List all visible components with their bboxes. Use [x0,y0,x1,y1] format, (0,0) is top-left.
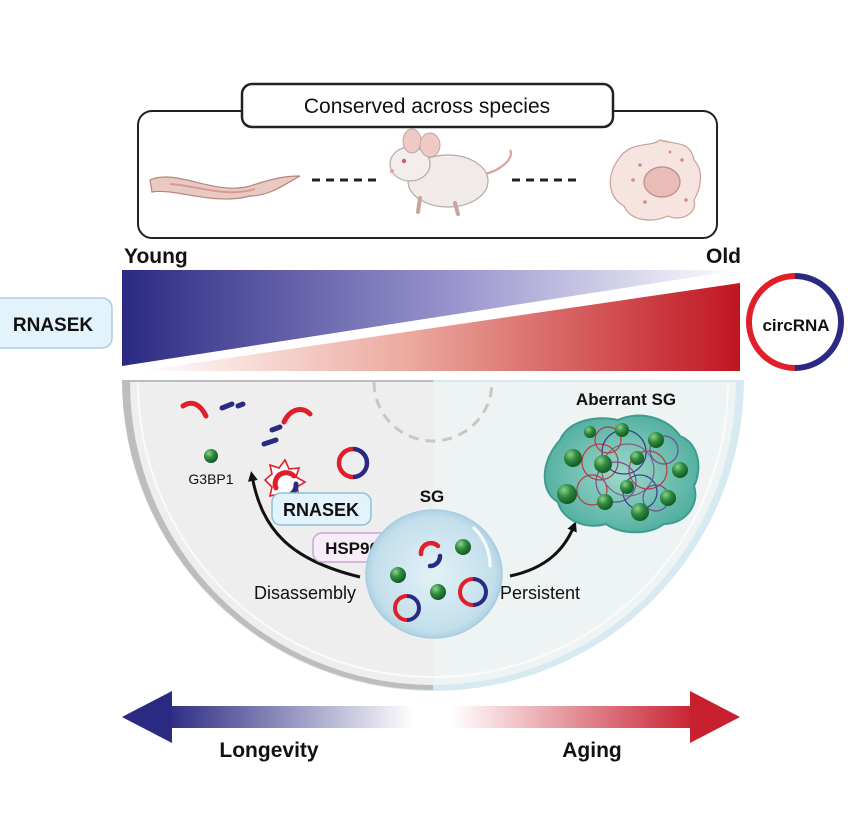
mouse-icon [389,128,513,216]
rnasek-label: RNASEK [283,500,359,520]
rnasek-side-label: RNASEK [13,315,94,336]
aging-arrow-shaft [452,706,696,728]
aging-arrow-head [690,691,740,743]
circrna-ring-icon [746,273,844,371]
longevity-label: Longevity [219,739,318,762]
persistent-arrow [509,521,577,578]
sg-granule-icon [390,567,406,583]
cell-icon [609,139,702,221]
nucleus-outline [372,382,494,443]
aberrant-sg-label: Aberrant SG [576,390,676,409]
species-title: Conserved across species [304,95,550,118]
longevity-arrow-shaft [166,706,414,728]
g3bp1-granule-icon [204,449,218,463]
aberrant-sg-aggregate [543,414,700,534]
disassembly-arrow [247,471,361,579]
longevity-arrow-head [122,691,172,743]
hsp90-label: HSP90 [325,539,379,558]
rnasek-box [271,492,372,526]
worm-icon [149,175,301,200]
species-title-box [240,82,615,129]
sg-circrna-icon [458,577,488,607]
persistent-label: Persistent [500,583,580,603]
old-label: Old [706,245,741,268]
aging-label: Aging [562,739,621,762]
rnasek-side-box [0,297,113,349]
sg-granule-icon [455,539,471,555]
sg-label: SG [420,487,445,506]
stress-granule-droplet [365,509,503,639]
young-label: Young [124,245,188,268]
rna-fragments [180,400,313,447]
g3bp1-label: G3BP1 [188,471,233,487]
circrna-gradient-wedge [140,283,740,371]
outcome-arrow [122,691,740,743]
sg-granule-icon [430,584,446,600]
circrna-side-label: circRNA [762,316,829,335]
circrna-intact-icon [336,446,370,480]
species-panel: Conserved across species [137,82,718,239]
rnasek-gradient-wedge [122,270,740,366]
sg-circrna-icon [393,594,421,622]
disassembly-label: Disassembly [254,583,356,603]
